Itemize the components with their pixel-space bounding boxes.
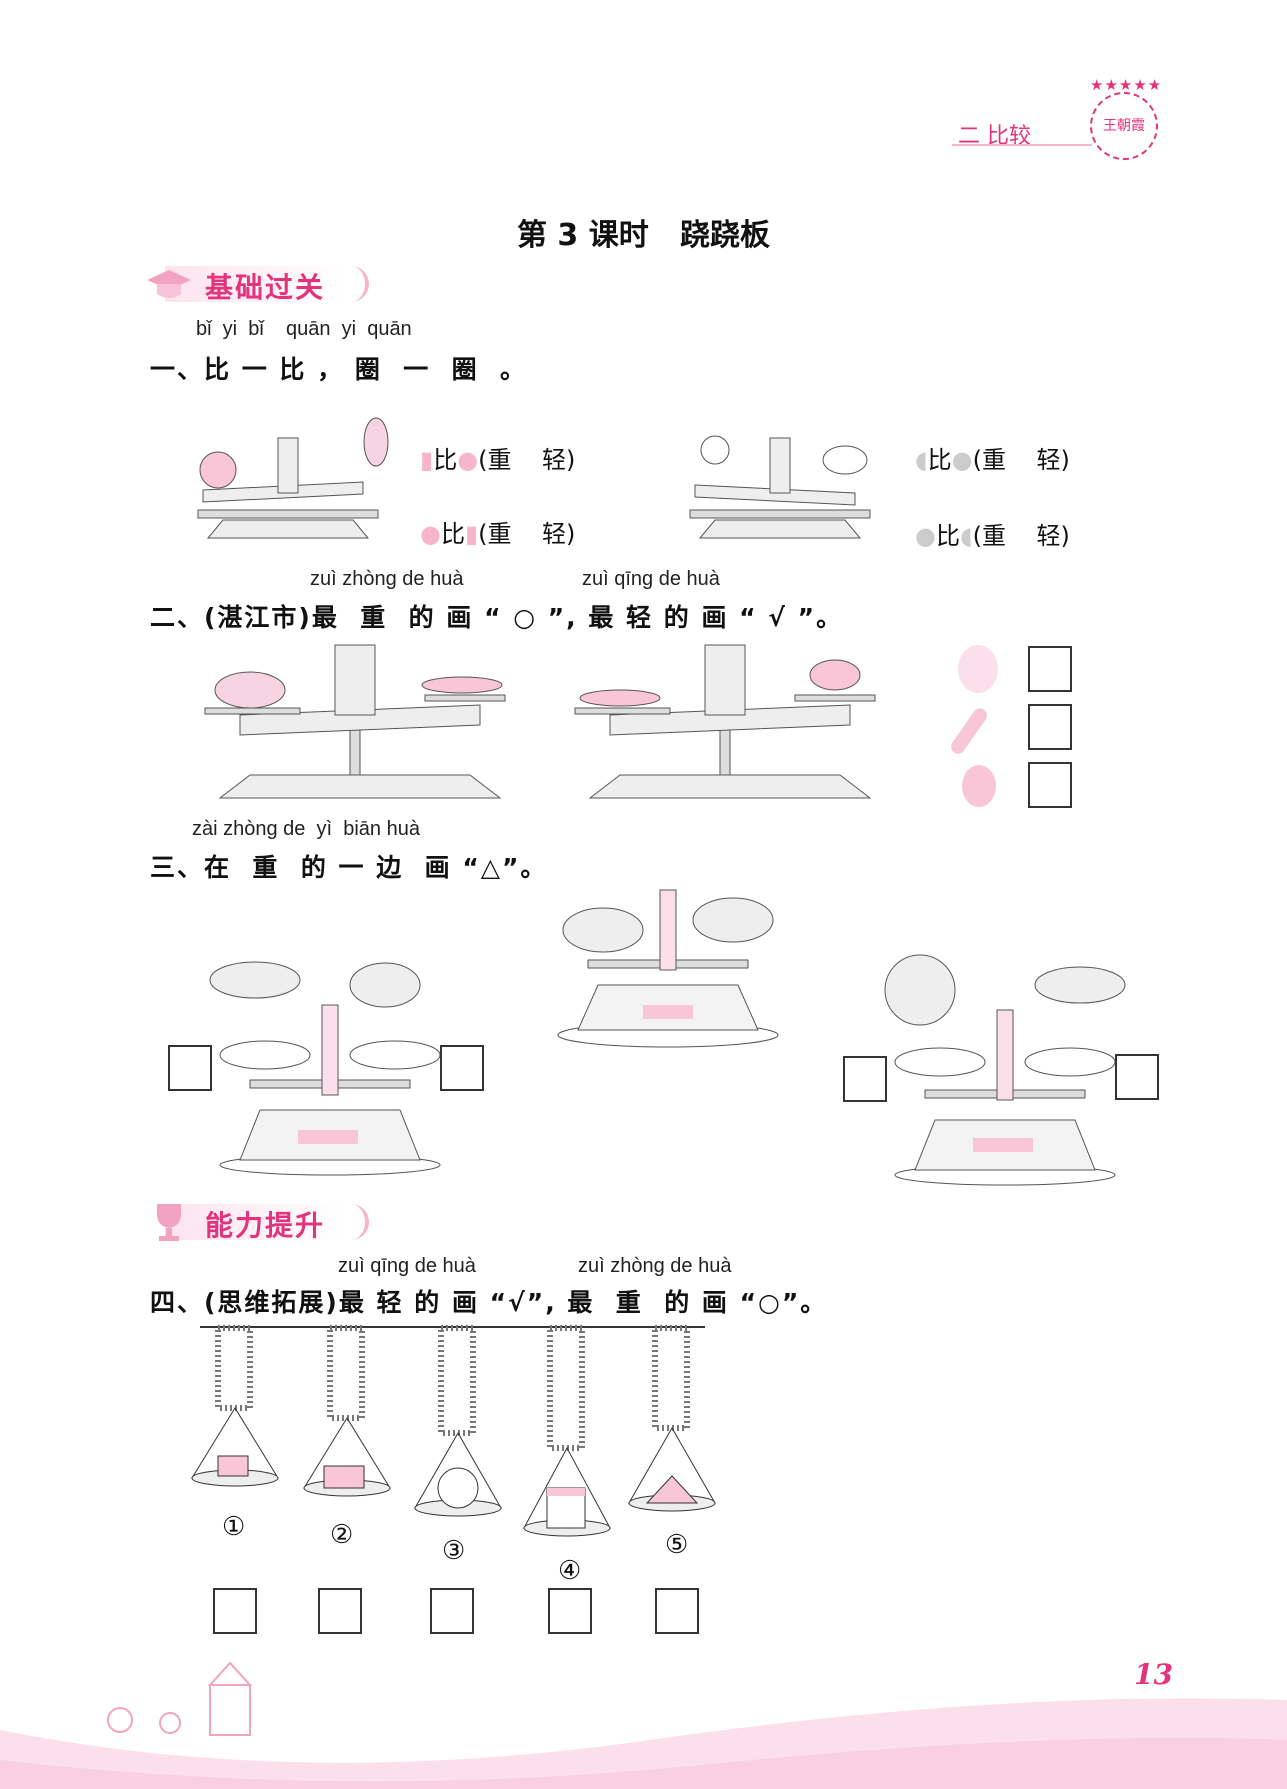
- q4-pinyin-b: zuì zhòng de huà: [578, 1255, 732, 1277]
- section-bar: [165, 1204, 369, 1240]
- chick-icon: ●: [915, 522, 936, 550]
- pan-balance-fish-right: [884, 954, 1126, 1186]
- pineapple-icon: ▮: [464, 520, 479, 548]
- spring-scale-1: [191, 1325, 279, 1487]
- q2-pinyin-a: zuì zhòng de huà: [310, 568, 464, 590]
- logo-seal: 王朝霞: [1090, 92, 1158, 160]
- q4-text: 四、(思维拓展)最 轻 的 画 “√”, 最 重 的 画 “○”。: [150, 1288, 828, 1317]
- answer-box-q4-1[interactable]: [213, 1588, 257, 1634]
- scale-label-5: ⑤: [665, 1530, 689, 1560]
- spring-scale-4: [523, 1325, 611, 1537]
- q1a-options-1[interactable]: (重 轻): [478, 446, 576, 474]
- answer-box-eggplant[interactable]: [1028, 762, 1072, 808]
- duck-icon: ◖: [915, 446, 928, 474]
- scale-label-3: ③: [442, 1536, 466, 1566]
- q1a-compare-1[interactable]: ▮比●(重 轻): [420, 446, 576, 474]
- q2-pinyin-b: zuì qīng de huà: [582, 568, 720, 590]
- q1b-options-2[interactable]: (重 轻): [972, 522, 1070, 550]
- q1b-options-1[interactable]: (重 轻): [972, 446, 1070, 474]
- q1a-compare-2[interactable]: ●比▮(重 轻): [420, 520, 576, 548]
- header-underline: [952, 144, 1092, 146]
- logo-text: 王朝霞: [1103, 118, 1145, 134]
- duck-icon: ◖: [959, 522, 973, 550]
- q2-text: 二、(湛江市)最 重 的 画 “ ○ ”, 最 轻 的 画 “ √ ”。: [150, 603, 844, 632]
- castle-decoration: [107, 1661, 253, 1736]
- eggplant-icon: [962, 765, 996, 807]
- cabbage-icon: [958, 645, 998, 693]
- watermelon-icon: ●: [457, 446, 479, 474]
- balance-scale-watermelon-pineapple: [197, 417, 389, 539]
- carrot-icon: [948, 705, 990, 757]
- answer-box-q3b-left[interactable]: [843, 1056, 887, 1102]
- section-basic-label: 基础过关: [205, 271, 326, 304]
- footer-wave-decoration: [0, 1698, 1287, 1789]
- q1a-options-2[interactable]: (重 轻): [478, 520, 576, 548]
- section-advanced-label: 能力提升: [205, 1209, 326, 1242]
- q3-pinyin: zài zhòng de yì biān huà: [192, 818, 420, 840]
- answer-box-q4-4[interactable]: [548, 1588, 592, 1634]
- answer-box-q4-5[interactable]: [655, 1588, 699, 1634]
- q1-pinyin: bǐ yi bǐ quān yi quān: [196, 318, 412, 340]
- trophy-icon: [157, 1204, 181, 1241]
- spring-scale-3: [414, 1325, 502, 1517]
- balance-scale-carrot-eggplant: [574, 644, 876, 799]
- section-basic: 基础过关: [145, 262, 370, 306]
- spring-scale-2: [303, 1325, 391, 1497]
- page-title: 第 3 课时 跷跷板: [516, 218, 771, 253]
- q3-text: 三、在 重 的 一 边 画 “△”。: [150, 853, 548, 882]
- section-bar: [165, 266, 369, 302]
- star-icon: ★★★★★: [1090, 76, 1163, 94]
- pan-balance-fish-left: [209, 961, 441, 1176]
- q1b-compare-1[interactable]: ◖比●(重 轻): [915, 446, 1070, 474]
- balance-scale-cabbage-carrot: [204, 644, 506, 799]
- page-number: 13: [1134, 1658, 1173, 1691]
- q1b-compare-2[interactable]: ●比◖(重 轻): [915, 522, 1070, 550]
- scale-label-1: ①: [222, 1512, 246, 1542]
- watermelon-icon: ●: [420, 520, 441, 548]
- graduation-cap-icon: [147, 270, 191, 298]
- answer-box-q3a-left[interactable]: [168, 1045, 212, 1091]
- answer-box-cabbage[interactable]: [1028, 646, 1072, 692]
- spring-scale-5: [628, 1325, 716, 1512]
- scale-label-4: ④: [558, 1556, 582, 1586]
- q4-pinyin-a: zuì qīng de huà: [338, 1255, 476, 1277]
- section-advanced: 能力提升: [145, 1200, 370, 1244]
- balance-scale-chick-duck: [689, 435, 871, 539]
- answer-box-carrot[interactable]: [1028, 704, 1072, 750]
- answer-box-q4-3[interactable]: [430, 1588, 474, 1634]
- answer-box-q3a-right[interactable]: [440, 1045, 484, 1091]
- pan-balance-fish-example: [557, 889, 779, 1048]
- answer-box-q4-2[interactable]: [318, 1588, 362, 1634]
- pineapple-icon: ▮: [420, 446, 434, 474]
- chick-icon: ●: [951, 446, 973, 474]
- scale-label-2: ②: [330, 1520, 354, 1550]
- answer-box-q3b-right[interactable]: [1115, 1054, 1159, 1100]
- q1-text: 一、比 一 比 ， 圈 一 圈 。: [150, 355, 528, 384]
